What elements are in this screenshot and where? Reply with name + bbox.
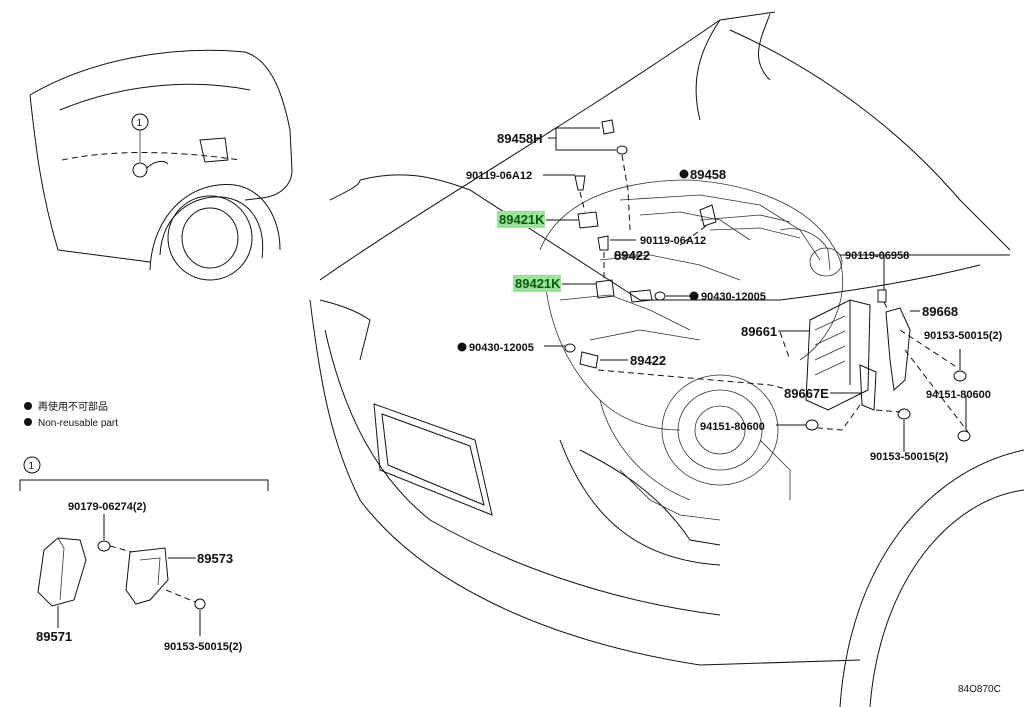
label-90153-50015-b[interactable]: 90153-50015(2) <box>870 451 949 463</box>
non-reusable-marker <box>457 342 467 352</box>
front-vehicle-illustration <box>309 11 1024 707</box>
nut-94151-b <box>957 430 971 442</box>
label-89458h[interactable]: 89458H <box>497 131 543 146</box>
sensor-89458 <box>699 204 717 227</box>
figure-code: 84O870C <box>958 684 1001 695</box>
callout-number: 1 <box>137 118 143 129</box>
label-90119-06a12-top[interactable]: 90119-06A12 <box>466 170 532 182</box>
label-89458[interactable]: 89458 <box>690 167 726 182</box>
non-reusable-marker <box>689 291 699 301</box>
label-89668[interactable]: 89668 <box>922 304 958 319</box>
label-90153-50015-a[interactable]: 90153-50015(2) <box>924 330 1003 342</box>
sensor-89421k-b <box>595 279 615 299</box>
gasket-90430-b <box>564 343 576 353</box>
bracket-89667e <box>859 364 877 411</box>
nut-94151-a <box>805 419 819 431</box>
gasket-90430-a <box>654 291 666 301</box>
part-89573 <box>125 547 169 605</box>
bolt-90119-06a12-top <box>574 175 586 191</box>
label-89422-b[interactable]: 89422 <box>630 353 666 368</box>
label-94151-80600-a[interactable]: 94151-80600 <box>700 421 765 433</box>
nut-90153-b <box>897 408 911 420</box>
bracket-89668 <box>885 307 911 392</box>
label-90119-06a12-mid[interactable]: 90119-06A12 <box>640 235 706 247</box>
label-89571[interactable]: 89571 <box>36 629 72 644</box>
highlight-89421k-a <box>497 211 545 228</box>
non-reusable-marker <box>679 169 689 179</box>
label-89661[interactable]: 89661 <box>741 324 777 339</box>
legend-english: Non-reusable part <box>38 418 118 429</box>
bolt-90153-c <box>194 598 206 610</box>
label-90430-12005-b[interactable]: 90430-12005 <box>469 342 534 354</box>
bolt-90119-06a12-mid <box>597 235 609 251</box>
legend-dot <box>24 418 32 426</box>
label-90430-12005-a[interactable]: 90430-12005 <box>701 291 766 303</box>
label-89422-a[interactable]: 89422 <box>614 248 650 263</box>
nut-90179 <box>97 540 111 552</box>
part-89571 <box>37 537 87 607</box>
nut-90153-a <box>953 370 967 382</box>
label-94151-80600-b[interactable]: 94151-80600 <box>926 389 991 401</box>
sensor-89422-b <box>579 351 599 369</box>
bolt-90119-06958 <box>877 289 887 303</box>
legend-dot <box>24 402 32 410</box>
label-90119-06958[interactable]: 90119-06958 <box>845 250 909 262</box>
label-90179-06274[interactable]: 90179-06274(2) <box>68 501 147 513</box>
highlight-89421k-b <box>513 275 561 292</box>
legend-japanese: 再使用不可部品 <box>38 400 108 413</box>
sensor-89422-a <box>629 289 653 303</box>
callout-circle <box>131 113 149 131</box>
label-89573[interactable]: 89573 <box>197 551 233 566</box>
inset-callout-circle <box>23 456 41 474</box>
label-89421k-a[interactable]: 89421K <box>499 212 545 227</box>
label-90153-50015-c[interactable]: 90153-50015(2) <box>164 641 243 653</box>
sensor-89421k-a <box>577 211 599 229</box>
sensor-89458h <box>601 119 615 135</box>
part-labels: 89458H 90119-06A12 89458 89421K 90119-06… <box>457 131 1003 463</box>
ecu-unit <box>805 299 871 411</box>
legend: 再使用不可部品 Non-reusable part <box>24 400 118 429</box>
rear-car-illustration: 1 <box>29 49 293 281</box>
label-89667e[interactable]: 89667E <box>784 386 829 401</box>
ring-89458h <box>616 145 628 155</box>
label-89421k-b[interactable]: 89421K <box>515 276 561 291</box>
inset-detail: 1 90179-06274(2) 89573 89571 90153-50015… <box>19 456 269 653</box>
inset-callout-number: 1 <box>29 461 35 472</box>
